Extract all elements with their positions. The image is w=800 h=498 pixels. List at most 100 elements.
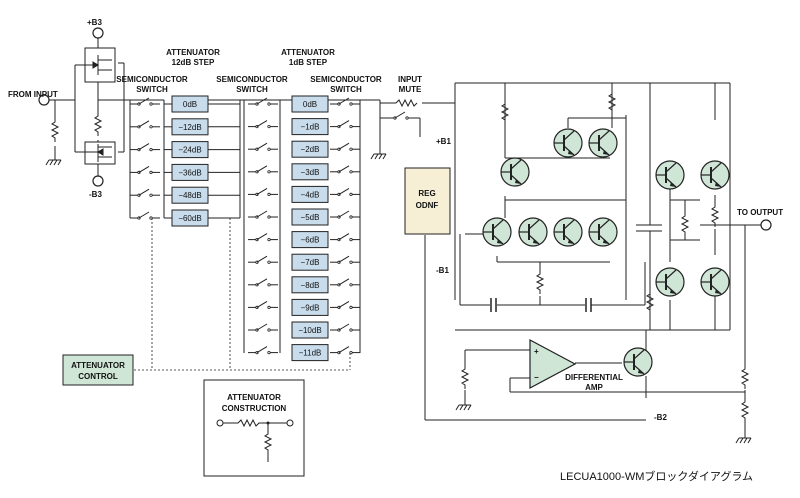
semi3-label-2: SWITCH: [330, 85, 362, 94]
output-jack[interactable]: [760, 219, 772, 231]
att12-label-1: ATTENUATOR: [166, 48, 220, 57]
semi2-label-1: SEMICONDUCTOR: [216, 75, 288, 84]
ctrl-label-2: CONTROL: [78, 372, 118, 381]
att1-box: [291, 185, 329, 203]
input-jack[interactable]: [38, 94, 50, 106]
switch-1db-input: [247, 120, 279, 129]
switch-1db-input: [247, 255, 279, 264]
switch-1db-output: [329, 278, 361, 287]
att1-box: [291, 140, 329, 158]
attenuator-12db-boxes: 0dB −12dB −24dB −36dB −48dB −60dB: [164, 95, 240, 227]
att1-box: [291, 344, 329, 362]
mute-resistor: [395, 98, 418, 108]
attenuator-construction: ATTENUATOR CONSTRUCTION: [203, 379, 305, 477]
att1-box: [291, 298, 329, 316]
switches-1db-left: [247, 97, 279, 355]
b2-minus-label: -B2: [654, 413, 667, 422]
att12-box: [171, 141, 209, 159]
odnf-label: ODNF: [416, 201, 439, 210]
attenuator-control-box[interactable]: ATTENUATOR CONTROL: [62, 354, 134, 386]
att1-box: [291, 231, 329, 249]
att1-step-label: −11dB: [299, 349, 322, 358]
switch-1db-output: [329, 255, 361, 264]
att12-step-label: −60dB: [178, 214, 201, 223]
to-output-label: TO OUTPUT: [737, 208, 783, 217]
switch-1db-input: [247, 346, 279, 355]
transistors: [482, 128, 730, 377]
att1-box: [291, 276, 329, 294]
att1-step-label: −10dB: [298, 326, 321, 335]
switch-1db-input: [247, 210, 279, 219]
att1-step-label: −5dB: [301, 213, 320, 222]
mute-label-1: INPUT: [398, 75, 422, 84]
switch-1db-output: [329, 346, 361, 355]
switch-12db: [129, 120, 161, 129]
att12-box: [171, 95, 209, 113]
att12-box: [171, 118, 209, 136]
b1-plus-label: +B1: [436, 137, 451, 146]
switch-1db-output: [329, 233, 361, 242]
constr-label-1: ATTENUATOR: [227, 393, 281, 402]
from-input-label: FROM INPUT: [8, 90, 58, 99]
ctrl-label-1: ATTENUATOR: [71, 361, 125, 370]
att1-box: [291, 118, 329, 136]
att1-step-label: −7dB: [301, 258, 320, 267]
mute-switch: [385, 111, 417, 120]
att12-step-label: −36dB: [178, 168, 201, 177]
att1-step-label: −6dB: [301, 236, 320, 245]
att1-label-1: ATTENUATOR: [281, 48, 335, 57]
switch-1db-input: [247, 165, 279, 174]
semi1-label-2: SWITCH: [136, 85, 168, 94]
semi2-label-2: SWITCH: [236, 85, 268, 94]
switch-12db: [129, 143, 161, 152]
att12-box: [171, 163, 209, 181]
constr-label-2: CONSTRUCTION: [222, 404, 287, 413]
mute-label-2: MUTE: [399, 85, 422, 94]
switch-1db-input: [247, 233, 279, 242]
att1-box: [291, 253, 329, 271]
switch-1db-input: [247, 278, 279, 287]
switch-1db-output: [329, 120, 361, 129]
switches-12db: [129, 97, 161, 220]
input-jfets: [84, 47, 116, 165]
att12-label-2: 12dB STEP: [172, 58, 215, 67]
switch-12db: [129, 211, 161, 220]
switch-1db-output: [329, 300, 361, 310]
att12-step-label: 0dB: [183, 100, 197, 109]
att1-step-label: −3dB: [301, 168, 320, 177]
semi3-label-1: SEMICONDUCTOR: [310, 75, 382, 84]
labels: FROM INPUT TO OUTPUT +B3 -B3 +B1 -B1 -B2…: [8, 18, 783, 483]
att1-step-label: 0dB: [303, 100, 317, 109]
att1-box: [291, 95, 329, 113]
b3-terminals: [92, 27, 104, 187]
att12-step-label: −12dB: [178, 123, 201, 132]
reg-label: REG: [418, 189, 435, 198]
att12-step-label: −48dB: [178, 191, 201, 200]
differential-amp: + −: [529, 339, 577, 389]
switch-1db-input: [247, 142, 279, 151]
attenuator-1db-boxes: 0dB−1dB−2dB−3dB−4dB−5dB−6dB−7dB−8dB−9dB−…: [291, 95, 329, 362]
att1-box: [291, 321, 329, 339]
att1-box: [291, 208, 329, 226]
switch-1db-input: [247, 300, 279, 310]
diagram-title: LECUA1000-WMブロックダイアグラム: [560, 469, 753, 483]
b3-plus-label: +B3: [87, 18, 102, 27]
att12-step-label: −24dB: [178, 146, 201, 155]
att1-step-label: −9dB: [301, 303, 320, 312]
b1-minus-label: -B1: [436, 266, 449, 275]
switch-12db: [129, 188, 161, 197]
switch-12db: [129, 97, 161, 106]
att1-step-label: −8dB: [301, 281, 320, 290]
b3-minus-label: -B3: [89, 190, 102, 199]
switch-1db-output: [329, 142, 361, 151]
switch-1db-output: [329, 97, 361, 106]
caps: [490, 298, 592, 312]
semi1-label-1: SEMICONDUCTOR: [116, 75, 188, 84]
switch-1db-output: [329, 210, 361, 219]
att1-step-label: −4dB: [301, 190, 320, 199]
wiring: [49, 38, 762, 438]
switch-1db-input: [247, 323, 279, 332]
switch-1db-output: [329, 323, 361, 332]
diff-label-2: AMP: [585, 383, 603, 392]
